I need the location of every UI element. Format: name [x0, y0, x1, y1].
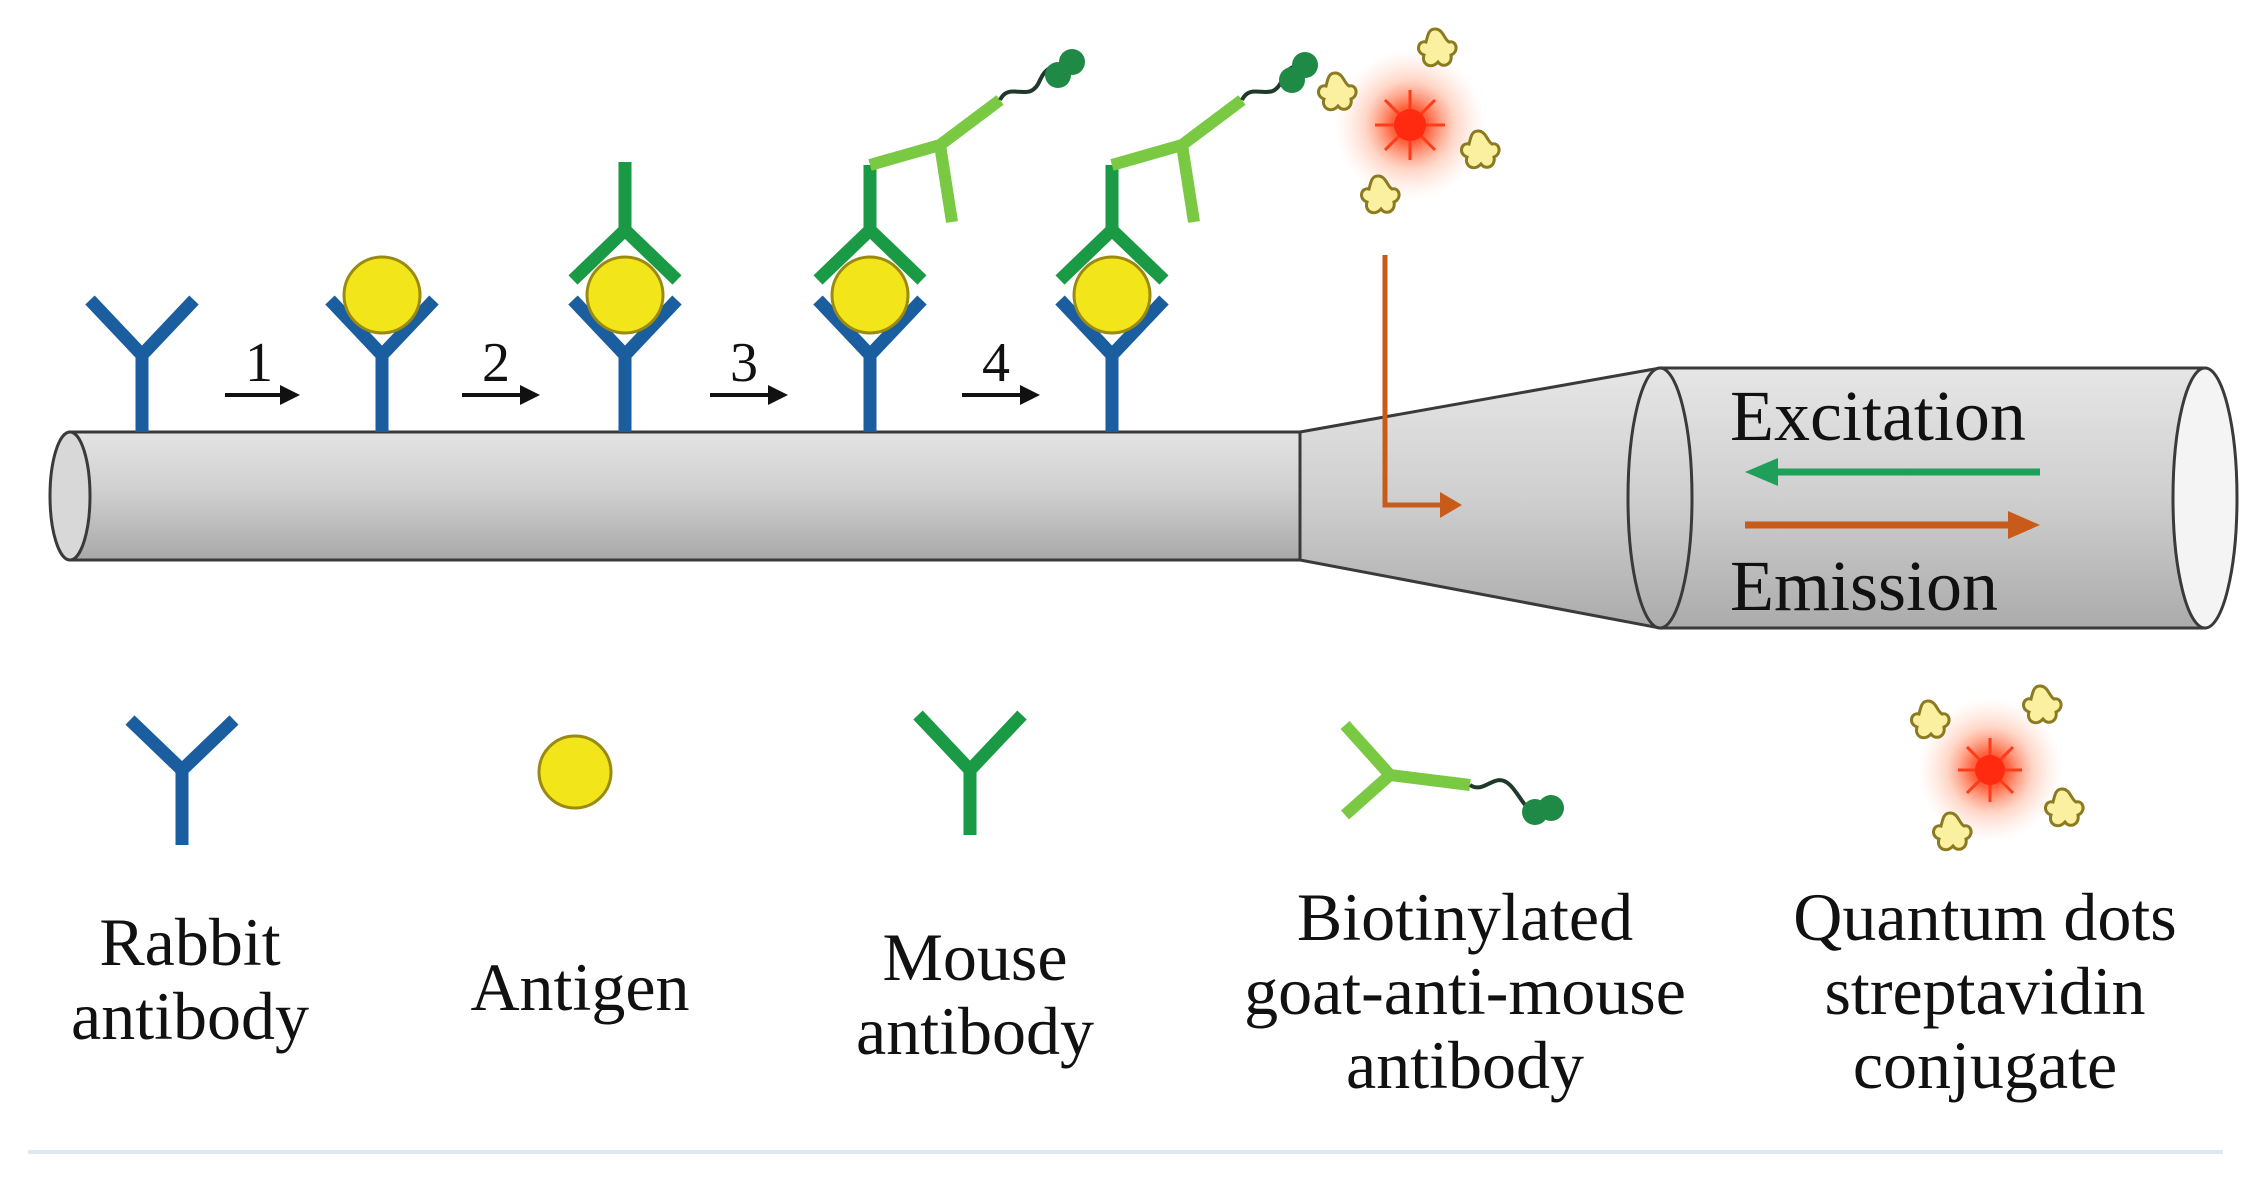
legend-rabbit-antibody-icon: [125, 715, 239, 845]
rabbit-antibody: [568, 295, 682, 432]
antigen: [585, 255, 665, 335]
legend-icons: [125, 684, 2085, 852]
excitation-label: Excitation: [1730, 376, 2026, 456]
step-arrow-3: [710, 385, 788, 405]
legend-mouse-antibody-icon: [913, 710, 1027, 835]
step-number-3: 3: [730, 332, 758, 394]
emission-label: Emission: [1730, 546, 1999, 626]
optical-fiber: [48, 366, 2239, 630]
rabbit-antibody: [85, 295, 199, 432]
step-number-4: 4: [982, 332, 1010, 394]
rabbit-antibody: [1055, 295, 1169, 432]
goat-antibody: [1110, 95, 1246, 223]
antigen: [342, 255, 422, 335]
quantum-dot-conjugate: [1316, 27, 1501, 215]
stage-1-antigen-bound: [325, 255, 439, 432]
step-arrows: [225, 385, 1040, 405]
legend-label-antigen: Antigen: [470, 949, 690, 1025]
legend-goat-antibody-icon: [1340, 720, 1564, 825]
emission-coupling-arrow: [1382, 255, 1462, 518]
bottom-divider: [28, 1150, 2223, 1154]
stage-2-mouse-bound: [568, 162, 682, 432]
excitation-arrow: [1745, 458, 2040, 486]
antigen: [830, 255, 910, 335]
antigen: [1072, 255, 1152, 335]
mouse-antibody: [1055, 165, 1169, 285]
step-arrow-4: [962, 385, 1040, 405]
fiber-thin-section: [68, 430, 1302, 562]
step-arrow-1: [225, 385, 300, 405]
step-arrow-2: [462, 385, 540, 405]
legend-quantum-dot-icon: [1909, 684, 2085, 852]
stage-0-capture-antibody: [85, 295, 199, 432]
fiber-taper: [1298, 366, 1662, 630]
fiber-tip-end: [48, 430, 92, 562]
rabbit-antibody: [813, 295, 927, 432]
step-number-1: 1: [245, 332, 273, 394]
mouse-antibody: [813, 165, 927, 285]
rabbit-antibody: [325, 295, 439, 432]
stage-3-goat-bound: [813, 49, 1085, 432]
quantum-dot: [1394, 109, 1426, 141]
fiber-output-face: [2171, 366, 2239, 630]
stage-4-qd-bound: [1055, 27, 1501, 432]
legend-antigen-icon: [537, 734, 613, 810]
step-number-2: 2: [482, 332, 510, 394]
goat-antibody: [868, 95, 1004, 223]
emission-arrow: [1745, 511, 2040, 539]
mouse-antibody: [568, 162, 682, 285]
